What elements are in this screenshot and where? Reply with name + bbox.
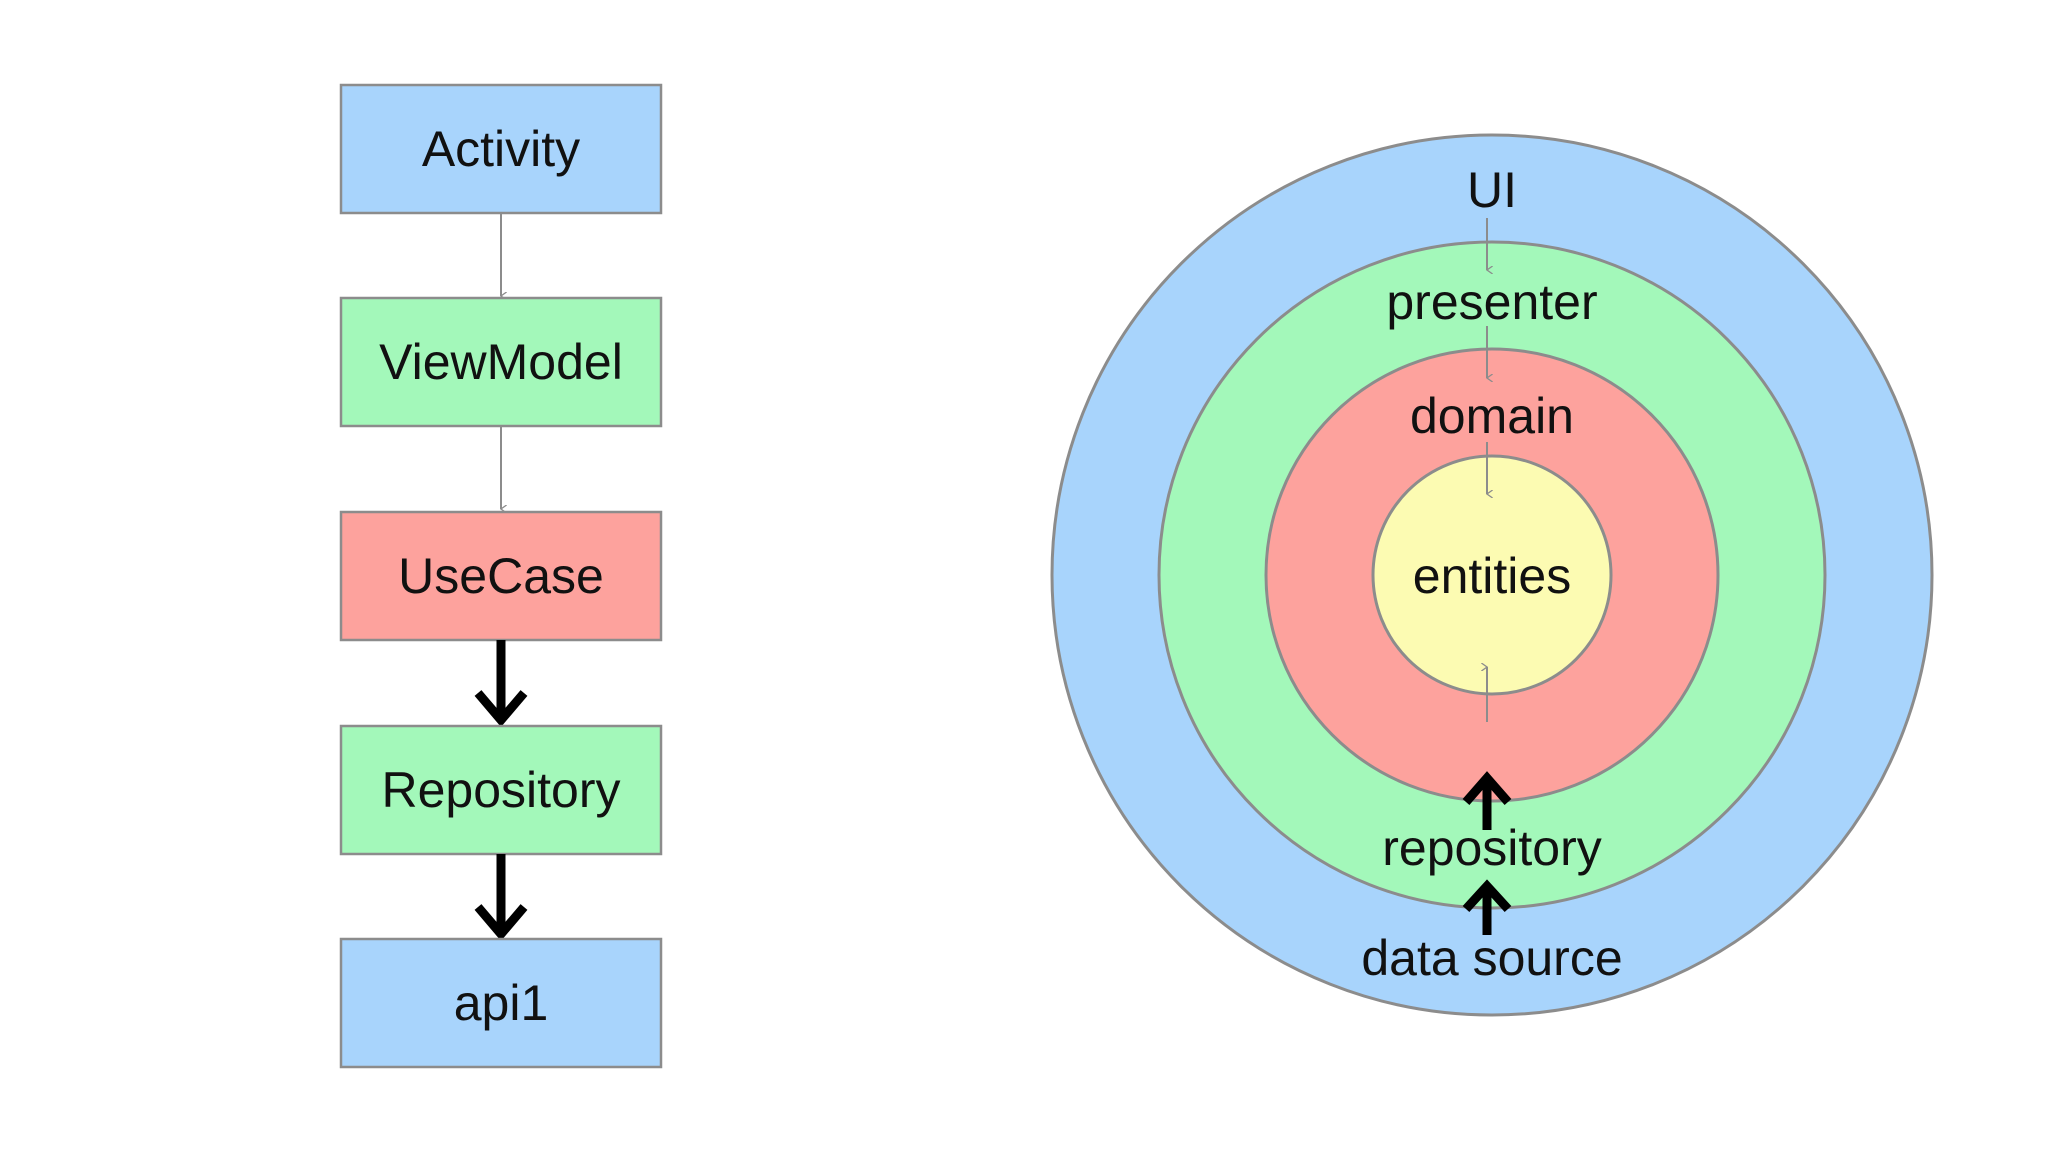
ring-label-ui: UI bbox=[1467, 162, 1517, 218]
arrow-repository-up-to-domain bbox=[1462, 771, 1512, 830]
ring-label-data-source: data source bbox=[1361, 930, 1622, 986]
repository-label: Repository bbox=[382, 762, 621, 818]
ring-entities bbox=[1371, 454, 1613, 696]
viewmodel-box-rect bbox=[339, 296, 663, 428]
repository-box: Repository bbox=[339, 724, 663, 856]
usecase-label: UseCase bbox=[398, 548, 604, 604]
arrow-usecase-to-repository bbox=[474, 640, 528, 727]
ring-label-repository: repository bbox=[1382, 820, 1602, 876]
activity-box: Activity bbox=[339, 83, 663, 215]
arrow-repository-to-api1 bbox=[474, 854, 528, 941]
activity-box-rect bbox=[339, 83, 663, 215]
api1-box-rect bbox=[339, 937, 663, 1069]
usecase-box-rect bbox=[339, 510, 663, 642]
ring-label-presenter: presenter bbox=[1386, 274, 1597, 330]
viewmodel-box: ViewModel bbox=[339, 296, 663, 428]
viewmodel-label: ViewModel bbox=[379, 334, 623, 390]
ring-label-entities: entities bbox=[1413, 548, 1571, 604]
usecase-box: UseCase bbox=[339, 510, 663, 642]
layer-stack: Activity ViewModel UseCase Repository bbox=[339, 83, 663, 1069]
activity-label: Activity bbox=[422, 121, 580, 177]
api1-box: api1 bbox=[339, 937, 663, 1069]
arrow-datasource-up-to-repository bbox=[1462, 879, 1512, 935]
onion-diagram: UI presenter domain entities repository … bbox=[1050, 133, 1934, 1017]
api1-label: api1 bbox=[454, 975, 549, 1031]
ring-label-domain: domain bbox=[1410, 388, 1574, 444]
